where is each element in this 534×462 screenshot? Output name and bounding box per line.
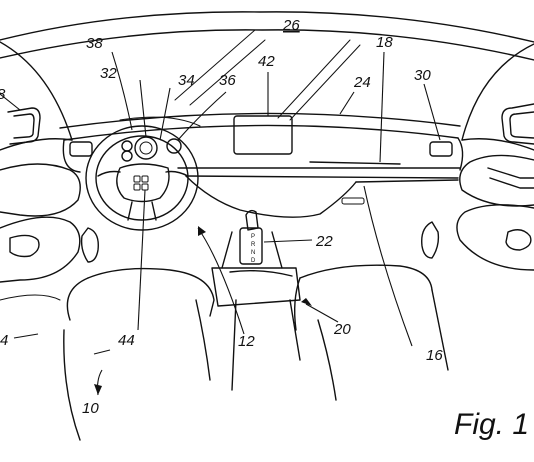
ref-22: 22 <box>315 233 333 250</box>
windshield-frame <box>0 11 534 121</box>
right-door <box>421 43 534 271</box>
instrument-cluster <box>121 136 182 162</box>
ref-10: 10 <box>82 400 99 417</box>
ref-18: 18 <box>376 34 393 51</box>
ref-4: 4 <box>0 332 8 349</box>
ref-38: 38 <box>86 35 103 52</box>
dashboard <box>59 112 464 218</box>
ref-16: 16 <box>426 347 443 364</box>
ref-30: 30 <box>414 67 431 84</box>
gear-letter: P <box>251 234 255 240</box>
gear-letter: R <box>251 242 256 248</box>
ref-24: 24 <box>353 74 371 91</box>
center-console <box>211 209 301 391</box>
ref-26: 26 <box>282 17 300 34</box>
ref-42: 42 <box>258 53 275 70</box>
ref-36: 36 <box>219 72 236 89</box>
ref-32: 32 <box>100 65 117 82</box>
ref-34: 34 <box>178 72 195 89</box>
gear-letter: N <box>251 250 255 256</box>
steering-wheel <box>85 125 199 231</box>
figure-label: Fig. 1 <box>454 408 529 441</box>
ref-8: 8 <box>0 86 6 103</box>
arrowheads <box>94 226 312 395</box>
ref-44: 44 <box>118 332 135 349</box>
ref-12: 12 <box>238 333 255 350</box>
gear-letter: D <box>251 258 256 264</box>
leader-lines <box>0 51 441 396</box>
ref-20: 20 <box>333 321 351 338</box>
left-door <box>0 41 99 301</box>
gear-selector-letters: P R N D <box>251 234 256 264</box>
reference-numerals: 26 42 18 38 32 34 36 24 30 8 22 20 16 12… <box>0 17 443 417</box>
seats <box>63 264 449 441</box>
